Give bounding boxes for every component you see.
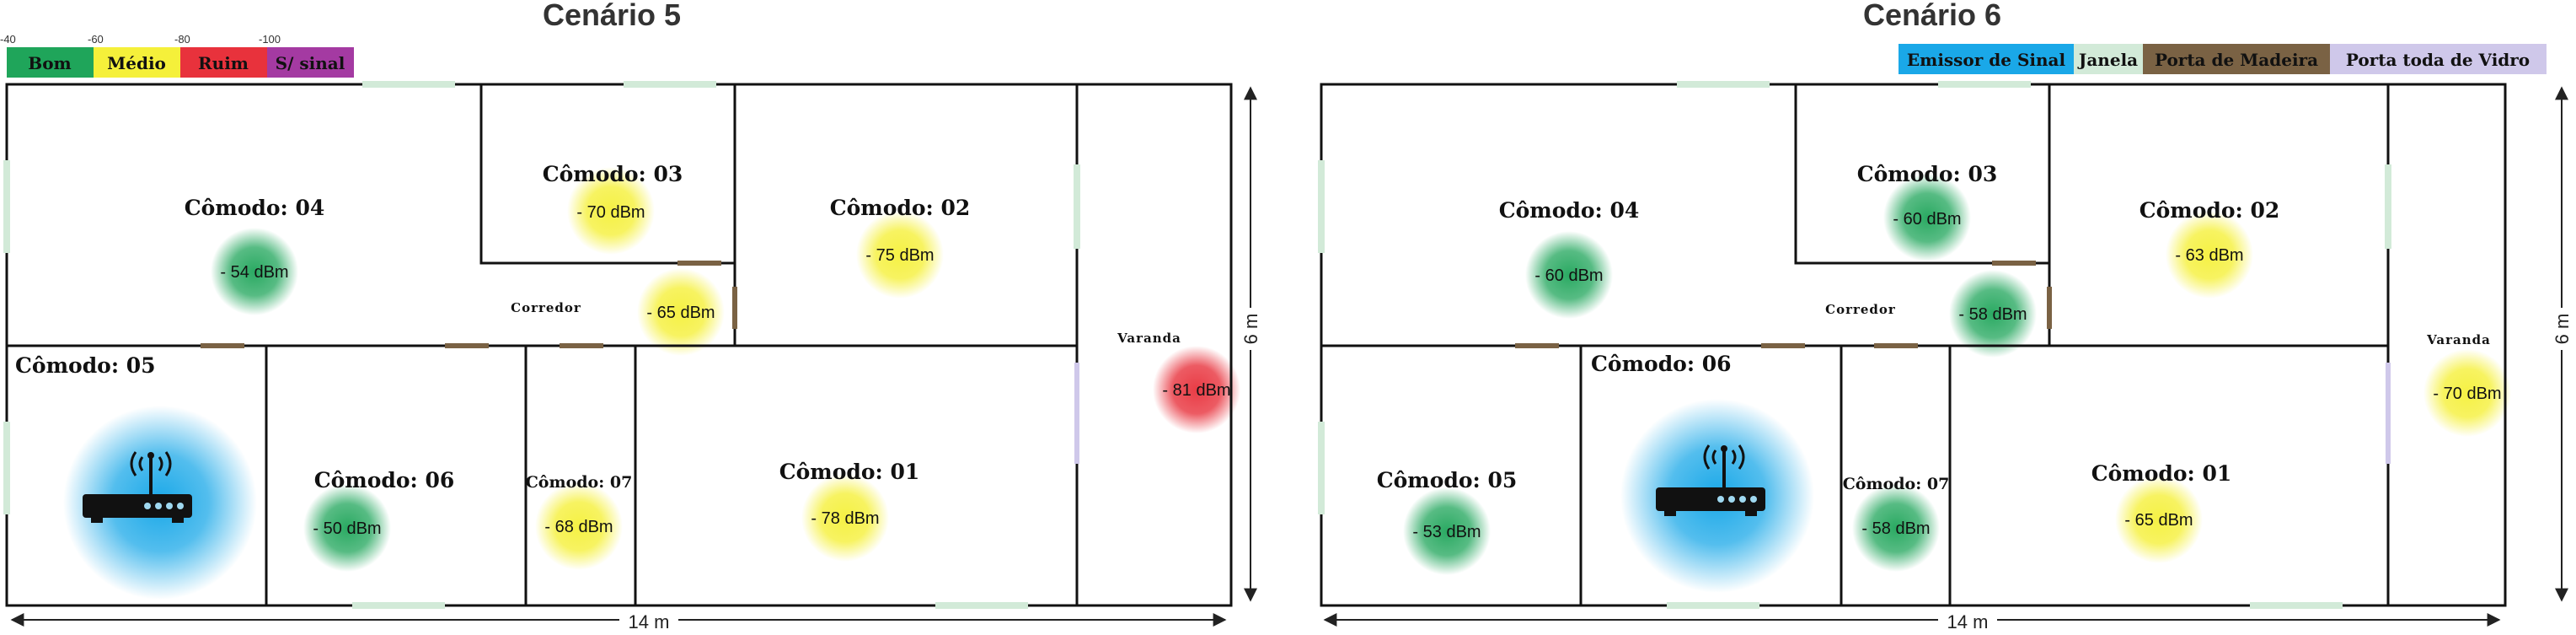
signal-reading: - 65 dBm xyxy=(646,304,715,322)
legend-label-sem-sinal: S/ sinal xyxy=(276,53,345,73)
signal-reading: - 78 dBm xyxy=(811,509,879,528)
legend-tick: -100 xyxy=(259,33,281,46)
legend-tick: -80 xyxy=(174,33,190,46)
area-label: Varanda xyxy=(1117,331,1181,346)
legend-swatch-medio xyxy=(94,47,180,78)
windows xyxy=(3,81,1080,609)
dimension-label-bg xyxy=(619,611,678,632)
room-label: Cômodo: 03 xyxy=(1857,162,1998,186)
room-label: Cômodo: 02 xyxy=(2140,198,2280,223)
legend-label-porta-vidro: Porta toda de Vidro xyxy=(2346,50,2530,70)
legend-tick: -40 xyxy=(0,33,16,46)
signal-blob xyxy=(856,211,944,299)
legend-swatch-ruim xyxy=(180,47,267,78)
signal-reading: - 54 dBm xyxy=(220,263,288,282)
glass-door xyxy=(2386,363,2391,464)
room-label: Cômodo: 04 xyxy=(1499,198,1640,223)
dimension-label-bg xyxy=(1237,308,1264,350)
signal-blob xyxy=(1883,174,1971,261)
signal-blob xyxy=(1403,487,1491,575)
signal-blob xyxy=(1949,270,2037,358)
legend-tick: -60 xyxy=(88,33,104,46)
interior-walls xyxy=(1321,84,2390,605)
legend-swatch-emissor xyxy=(1899,44,2074,74)
legend-label-porta-madeira: Porta de Madeira xyxy=(2155,50,2318,70)
signal-reading: - 58 dBm xyxy=(1958,305,2027,324)
signal-reading: - 60 dBm xyxy=(1534,266,1603,285)
room-label: Cômodo: 05 xyxy=(1377,468,1518,492)
signal-blob xyxy=(1153,346,1240,433)
signal-reading: - 75 dBm xyxy=(865,246,934,265)
signal-reading: - 50 dBm xyxy=(313,519,381,538)
scenario-title: Cenário 5 xyxy=(543,0,681,32)
signal-blob xyxy=(2423,349,2511,437)
room-label: Cômodo: 06 xyxy=(1591,352,1732,376)
legend-label-ruim: Ruim xyxy=(198,53,249,73)
signal-blob xyxy=(535,482,623,570)
height-dimension: 6 m xyxy=(1240,314,1261,345)
scenario-6-plan: Cenário 6 xyxy=(1318,0,2575,632)
wood-doors xyxy=(201,261,737,348)
legend-label-medio: Médio xyxy=(107,53,166,73)
legend-swatch-porta-madeira xyxy=(2143,44,2330,74)
signal-legend: -40 -60 -80 -100 Bom Médio Ruim S/ sinal xyxy=(0,33,354,78)
wood-doors xyxy=(1515,261,2052,348)
signal-reading: - 70 dBm xyxy=(576,203,645,222)
room-label: Cômodo: 05 xyxy=(15,353,156,378)
signal-reading: - 63 dBm xyxy=(2175,246,2243,265)
signal-blob xyxy=(211,228,298,315)
area-label: Corredor xyxy=(511,300,581,315)
signal-blob xyxy=(2115,476,2203,563)
area-label: Corredor xyxy=(1825,302,1896,317)
legend-label-janela: Janela xyxy=(2077,50,2138,70)
signal-reading: - 65 dBm xyxy=(2124,511,2193,530)
signal-reading: - 81 dBm xyxy=(1162,381,1230,400)
glass-door xyxy=(1074,363,1079,464)
signal-blob xyxy=(637,268,725,356)
windows xyxy=(1318,81,2391,609)
room-label: Cômodo: 07 xyxy=(526,473,633,492)
signal-reading: - 53 dBm xyxy=(1412,523,1481,541)
room-label: Cômodo: 01 xyxy=(2091,461,2232,486)
height-dimension: 6 m xyxy=(2552,314,2573,345)
area-label: Varanda xyxy=(2426,332,2491,347)
legend-label-emissor: Emissor de Sinal xyxy=(1907,50,2066,70)
room-label: Cômodo: 06 xyxy=(314,468,455,492)
signal-blob xyxy=(2166,211,2253,299)
room-label: Cômodo: 02 xyxy=(830,196,971,220)
room-label: Cômodo: 04 xyxy=(185,196,325,220)
dimension-label-bg xyxy=(1938,611,1997,632)
signal-blob xyxy=(303,484,391,572)
signal-blob xyxy=(567,167,655,255)
signal-blob xyxy=(1852,484,1940,572)
legend-swatch-sem-sinal xyxy=(267,47,354,78)
signal-blob xyxy=(801,474,889,562)
scenario-5-plan: Cenário 5 xyxy=(3,0,1264,632)
legend-label-bom: Bom xyxy=(28,53,71,73)
legend-swatch-janela xyxy=(2074,44,2143,74)
signal-reading: - 58 dBm xyxy=(1861,519,1930,538)
room-label: Cômodo: 03 xyxy=(543,162,683,186)
dimension-label-bg xyxy=(2548,308,2575,350)
signal-blob xyxy=(1525,231,1613,319)
interior-walls xyxy=(7,84,1079,605)
width-dimension: 14 m xyxy=(1947,611,1989,632)
element-legend: Emissor de Sinal Janela Porta de Madeira… xyxy=(1899,44,2547,74)
width-dimension: 14 m xyxy=(629,611,670,632)
signal-reading: - 60 dBm xyxy=(1893,210,1961,229)
room-label: Cômodo: 07 xyxy=(1843,475,1950,493)
signal-reading: - 70 dBm xyxy=(2433,385,2501,403)
signal-reading: - 68 dBm xyxy=(544,518,613,536)
legend-swatch-porta-vidro xyxy=(2330,44,2547,74)
legend-swatch-bom xyxy=(7,47,94,78)
room-label: Cômodo: 01 xyxy=(779,460,920,484)
scenario-title: Cenário 6 xyxy=(1863,0,2001,32)
